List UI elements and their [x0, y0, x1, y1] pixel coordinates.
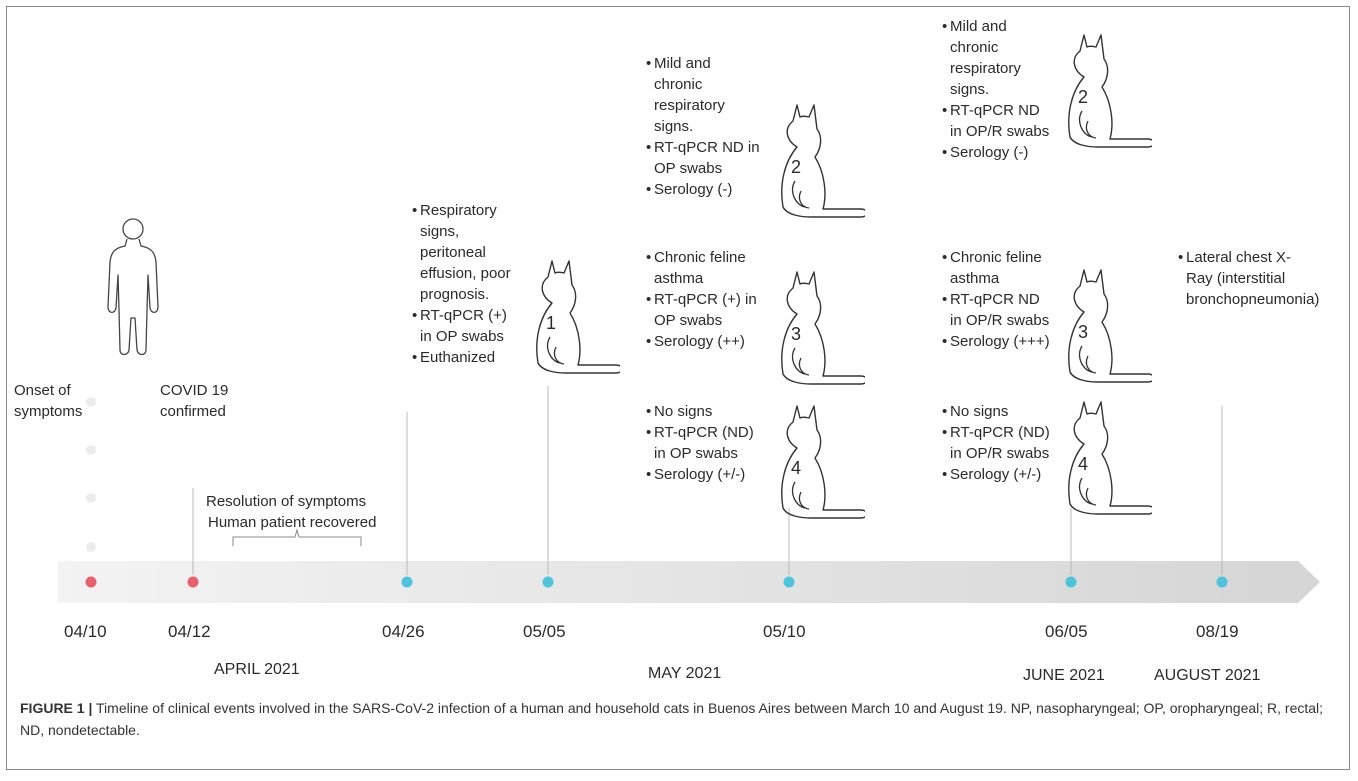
- event-0605-cat2-item: Serology (-): [942, 142, 1052, 163]
- figure-caption: FIGURE 1 | Timeline of clinical events i…: [20, 697, 1340, 741]
- event-0605-cat3-item: RT-qPCR ND in OP/R swabs: [942, 289, 1054, 331]
- event-0426-item: Respiratory signs, peritoneal effusion, …: [412, 200, 522, 305]
- event-0510-cat2-item: Serology (-): [646, 179, 761, 200]
- event-0605-cat2-notes: Mild and chronic respiratory signs. RT-q…: [942, 16, 1052, 163]
- resolution-line1: Resolution of symptoms: [206, 493, 367, 510]
- date-0505: 05/05: [523, 622, 566, 641]
- event-dot-0426: [401, 576, 413, 588]
- event-0605-cat3-item: Chronic feline asthma: [942, 247, 1054, 289]
- event-0605-cat4-item: RT-qPCR (ND) in OP/R swabs: [942, 422, 1054, 464]
- event-0510-cat4-item: Serology (+/-): [646, 464, 761, 485]
- event-0510-cat2-item: RT-qPCR ND in OP swabs: [646, 137, 761, 179]
- event-0605-cat3-item: Serology (+++): [942, 331, 1054, 352]
- month-may: MAY 2021: [648, 665, 722, 682]
- event-0510-cat4-item: RT-qPCR (ND) in OP swabs: [646, 422, 761, 464]
- event-0510-cat4-notes: No signs RT-qPCR (ND) in OP swabs Serolo…: [646, 401, 761, 485]
- date-0412: 04/12: [168, 622, 211, 641]
- cat-number-4-may: 4: [791, 458, 802, 478]
- event-0605-cat2-item: Mild and chronic respiratory signs.: [942, 16, 1052, 100]
- event-dot-0510: [783, 576, 795, 588]
- event-0510-cat3-notes: Chronic feline asthma RT-qPCR (+) in OP …: [646, 247, 761, 352]
- event-dot-0412: [187, 576, 199, 588]
- cat-number-3-may: 3: [791, 324, 802, 344]
- event-0819-notes: Lateral chest X-Ray (interstitial bronch…: [1178, 247, 1319, 310]
- event-0605-cat4-item: Serology (+/-): [942, 464, 1054, 485]
- event-0605-cat4-item: No signs: [942, 401, 1054, 422]
- resolution-line2: Human patient recovered: [208, 514, 377, 531]
- event-0510-cat2-notes: Mild and chronic respiratory signs. RT-q…: [646, 53, 761, 200]
- caption-label: FIGURE 1 |: [20, 700, 93, 716]
- event-dot-0819: [1216, 576, 1228, 588]
- event-0605-cat2-item: RT-qPCR ND in OP/R swabs: [942, 100, 1052, 142]
- month-august: AUGUST 2021: [1154, 667, 1261, 684]
- figure-frame: [6, 6, 1350, 770]
- date-0410: 04/10: [64, 622, 107, 641]
- cat-number-2-may: 2: [791, 157, 802, 177]
- event-0819-item: Lateral chest X-Ray (interstitial bronch…: [1178, 247, 1319, 310]
- event-0510-cat3-item: Serology (++): [646, 331, 761, 352]
- connector-lines: [192, 386, 1223, 575]
- faint-dots: [86, 397, 96, 552]
- date-0819: 08/19: [1196, 622, 1239, 641]
- cat-number-4-june: 4: [1078, 454, 1089, 474]
- covid-confirmed-label: COVID 19 confirmed: [160, 382, 229, 420]
- caption-text: Timeline of clinical events involved in …: [20, 700, 1324, 738]
- date-0426: 04/26: [382, 622, 425, 641]
- cat-number-3-june: 3: [1078, 322, 1089, 342]
- event-0510-cat4-item: No signs: [646, 401, 761, 422]
- timeline-arrow: [58, 561, 1320, 603]
- event-0426-item: Euthanized: [412, 347, 522, 368]
- event-dot-0605: [1065, 576, 1077, 588]
- cat-number-2-june: 2: [1078, 87, 1089, 107]
- event-dot-0505: [542, 576, 554, 588]
- event-0426-notes: Respiratory signs, peritoneal effusion, …: [412, 200, 522, 368]
- human-figure-icon: [107, 218, 159, 356]
- event-0605-cat4-notes: No signs RT-qPCR (ND) in OP/R swabs Sero…: [942, 401, 1054, 485]
- event-0605-cat3-notes: Chronic feline asthma RT-qPCR ND in OP/R…: [942, 247, 1054, 352]
- resolution-brace: [232, 528, 362, 546]
- month-june: JUNE 2021: [1023, 667, 1105, 684]
- cat-number-1: 1: [546, 313, 557, 333]
- event-0510-cat2-item: Mild and chronic respiratory signs.: [646, 53, 761, 137]
- event-dot-0410: [85, 576, 97, 588]
- onset-label: Onset of symptoms: [14, 382, 83, 420]
- date-0510: 05/10: [763, 622, 806, 641]
- event-0510-cat3-item: RT-qPCR (+) in OP swabs: [646, 289, 761, 331]
- event-0426-item: RT-qPCR (+) in OP swabs: [412, 305, 522, 347]
- event-0510-cat3-item: Chronic feline asthma: [646, 247, 761, 289]
- date-0605: 06/05: [1045, 622, 1088, 641]
- month-april: APRIL 2021: [214, 661, 300, 678]
